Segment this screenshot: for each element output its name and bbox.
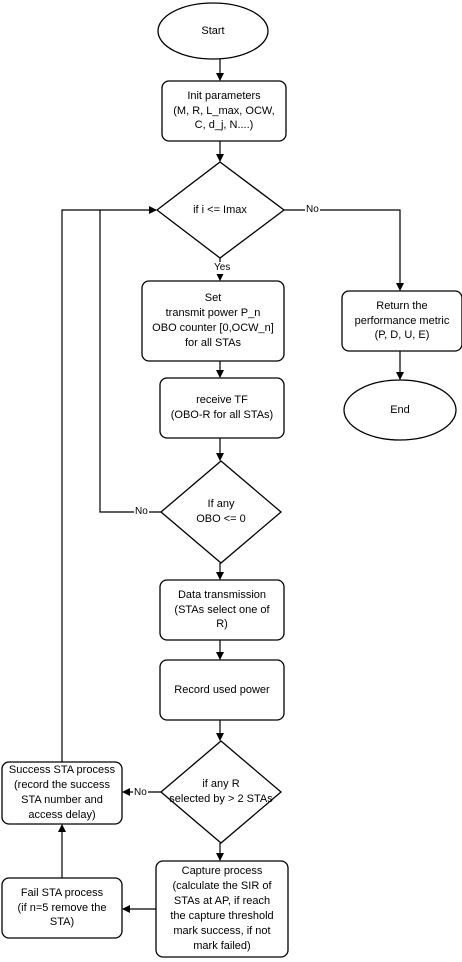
set-label: Set transmit power P_n OBO counter [0,OC… — [152, 292, 274, 349]
end-terminal — [343, 379, 457, 441]
r-check-label: if any R selected by > 2 STAs — [169, 778, 273, 805]
capture-label: Capture process (calculate the SIR of ST… — [170, 865, 274, 952]
obo-decision — [159, 460, 283, 564]
no-obo-label: No — [134, 506, 149, 518]
end-label: End — [390, 403, 410, 416]
r-decision — [159, 740, 283, 844]
set-process — [141, 280, 285, 362]
init-process — [161, 80, 287, 142]
receive-tf-label: receive TF (OBO-R for all STAs) — [170, 394, 274, 421]
edge-success-loop — [61, 206, 157, 762]
record-power-process — [159, 659, 285, 721]
data-transmission-label: Data transmission (STAs select one of R) — [174, 588, 270, 631]
yes-label: Yes — [213, 262, 232, 274]
receive-tf-process — [159, 377, 285, 439]
init-label: Init parameters (M, R, L_max, OCW, C, d_… — [173, 89, 275, 132]
start-label: Start — [201, 24, 225, 37]
obo-check-label: If any OBO <= 0 — [196, 498, 246, 525]
return-process — [341, 290, 462, 352]
loop-condition-label: if i <= Imax — [193, 203, 247, 216]
record-power-label: Record used power — [174, 683, 270, 696]
no-r-label: No — [133, 787, 148, 799]
no-loop-label: No — [305, 204, 320, 216]
data-transmission-process — [159, 579, 285, 641]
start-terminal — [157, 2, 269, 60]
fail-label: Fail STA process (if n=5 remove the STA) — [17, 886, 107, 929]
success-label: Success STA process (record the success … — [8, 764, 116, 821]
return-label: Return the performance metric (P, D, U, … — [354, 299, 450, 342]
edge-loop-return — [284, 209, 404, 291]
